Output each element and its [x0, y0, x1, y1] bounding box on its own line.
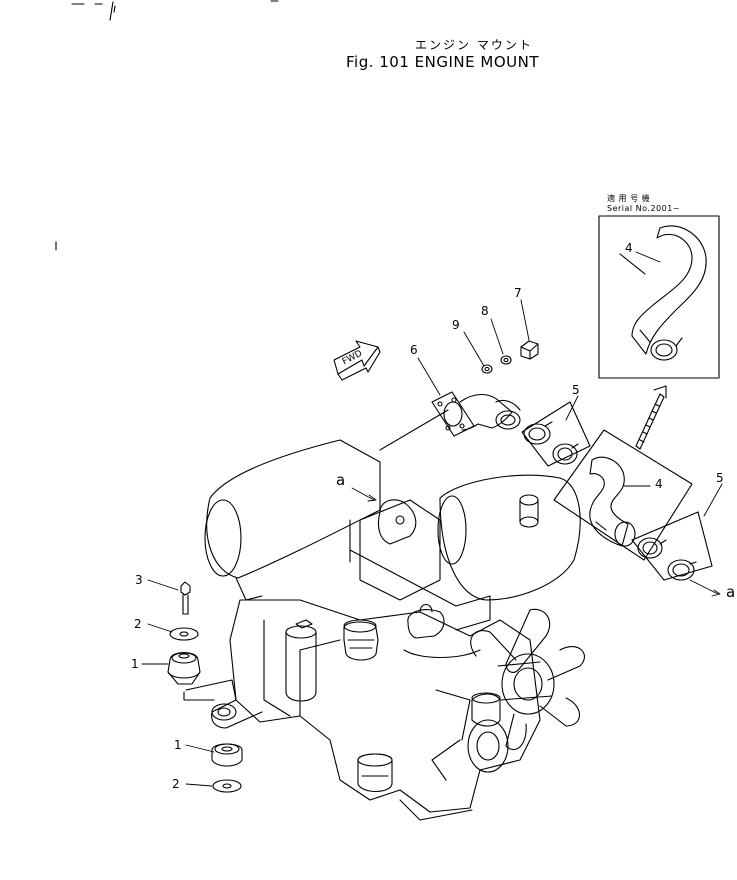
- callout-6: 6: [410, 343, 418, 357]
- serial-note-number: Serial No.2001~: [607, 204, 681, 213]
- serial-note: 適 用 号 機 Serial No.2001~: [607, 194, 680, 214]
- hose-clamp: [637, 537, 663, 559]
- callout-7: 7: [514, 286, 522, 300]
- hose-clamp: [667, 559, 695, 581]
- hardware-7-8-9: [481, 340, 539, 374]
- mount-parts-left: [167, 581, 243, 793]
- thermostat-housing: [407, 609, 445, 639]
- leader-lines: [141, 251, 723, 787]
- washer-2: [169, 627, 199, 641]
- cooling-fan: [470, 608, 586, 751]
- inset-hose: [631, 225, 707, 355]
- figure-title-japanese: エンジン マウント: [415, 38, 533, 52]
- cylinder-block: [229, 599, 541, 813]
- pipe-end: [495, 410, 521, 430]
- callout-8: 8: [481, 304, 489, 318]
- callout-5-upper: 5: [572, 383, 580, 397]
- callout-5-lower: 5: [716, 471, 724, 485]
- upper-clamps: [521, 401, 591, 467]
- hose-4-end: [614, 521, 636, 547]
- callout-1-lower: 1: [174, 738, 182, 752]
- flange-bore: [443, 401, 463, 427]
- hose-clamp: [552, 443, 578, 465]
- washer-2-lower: [212, 779, 242, 793]
- callout-3: 3: [135, 573, 143, 587]
- fwd-arrow-icon: [333, 340, 381, 381]
- inset-box: [598, 215, 720, 379]
- serial-note-japanese: 適 用 号 機: [607, 194, 651, 203]
- front-mount: [471, 693, 501, 727]
- washer-8: [500, 355, 512, 365]
- pulley: [467, 719, 509, 773]
- hose-clamp: [523, 423, 551, 445]
- hose-assembly-box: [553, 429, 713, 581]
- bolt-3: [180, 581, 191, 596]
- oil-filter: [285, 631, 317, 702]
- engine-block: [185, 439, 586, 821]
- muffler: [439, 474, 581, 601]
- reference-a-left: a: [336, 471, 346, 489]
- intake-manifold: [359, 499, 441, 601]
- inset-hose-end: [650, 339, 678, 361]
- scan-marks: [55, 0, 279, 251]
- callout-4-lower: 4: [655, 477, 663, 491]
- lower-mount: [357, 753, 393, 793]
- air-cleaner: [206, 439, 381, 579]
- clamp-box: [631, 511, 713, 581]
- callout-2-upper: 2: [134, 617, 142, 631]
- center-mount: [343, 621, 379, 661]
- muffler-outlet: [519, 494, 539, 506]
- callout-1-upper: 1: [131, 657, 139, 671]
- callout-2-lower: 2: [172, 777, 180, 791]
- hose-4: [589, 456, 629, 547]
- washer-9: [481, 364, 493, 374]
- nut-7: [520, 340, 539, 360]
- callout-9: 9: [452, 318, 460, 332]
- elbow-pipe-6: [379, 391, 521, 451]
- reference-a-right: a: [726, 583, 736, 601]
- inset-pointer-arrow: [635, 385, 667, 450]
- callout-4-inset: 4: [625, 241, 633, 255]
- figure-title: Fig. 101 ENGINE MOUNT: [346, 53, 539, 71]
